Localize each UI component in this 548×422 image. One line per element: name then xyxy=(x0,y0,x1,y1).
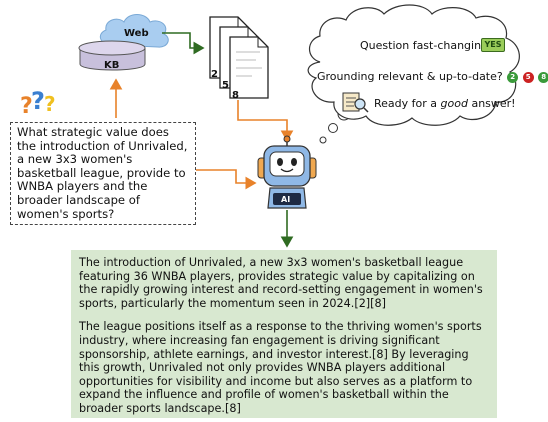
answer-paragraph-2: The league positions itself as a respons… xyxy=(79,320,482,415)
answer-paragraph-1: The introduction of Unrivaled, a new 3x3… xyxy=(79,256,483,310)
ready-prefix-text: Ready for a xyxy=(374,97,441,110)
question-to-robot-arrow xyxy=(196,169,257,190)
fast-changing-text: Question fast-changing? xyxy=(360,39,494,52)
database-icon xyxy=(78,40,146,71)
robot-icon xyxy=(257,135,317,209)
doc-number-2: 5 xyxy=(222,80,229,91)
doc-number-3: 8 xyxy=(232,90,239,101)
answer-box: The introduction of Unrivaled, a new 3x3… xyxy=(71,250,497,418)
thought-line-grounding: Grounding relevant & up-to-date? 2 5 8 xyxy=(317,70,548,83)
doc-number-1: 2 xyxy=(211,69,218,80)
citation-badge-2: 2 xyxy=(507,71,519,83)
svg-text:?: ? xyxy=(44,92,56,116)
ready-emphasis-text: good xyxy=(440,97,468,110)
cloud-icon xyxy=(99,14,169,48)
docs-to-robot-arrow xyxy=(237,100,294,142)
question-box: What strategic value does the introducti… xyxy=(10,122,196,225)
web-to-docs-arrow xyxy=(162,32,205,55)
kb-label: KB xyxy=(104,60,120,71)
yes-badge: YES xyxy=(481,38,505,52)
svg-text:?: ? xyxy=(31,87,45,115)
thought-line-fast-changing: Question fast-changing? xyxy=(360,39,494,52)
svg-text:?: ? xyxy=(20,94,33,119)
citation-badge-8: 8 xyxy=(538,71,548,83)
question-marks-icon: ? ? ? xyxy=(20,87,56,119)
web-label: Web xyxy=(124,28,149,39)
ready-suffix-text: answer! xyxy=(467,97,516,110)
grounding-text: Grounding relevant & up-to-date? xyxy=(317,70,503,83)
citation-badge-5: 5 xyxy=(522,71,534,83)
checklist-search-icon xyxy=(342,92,369,113)
thought-line-ready: Ready for a good answer! xyxy=(374,97,516,110)
document-stack-icon xyxy=(209,16,269,99)
question-text: What strategic value does the introducti… xyxy=(17,125,188,221)
robot-ai-label: AI xyxy=(281,195,291,204)
